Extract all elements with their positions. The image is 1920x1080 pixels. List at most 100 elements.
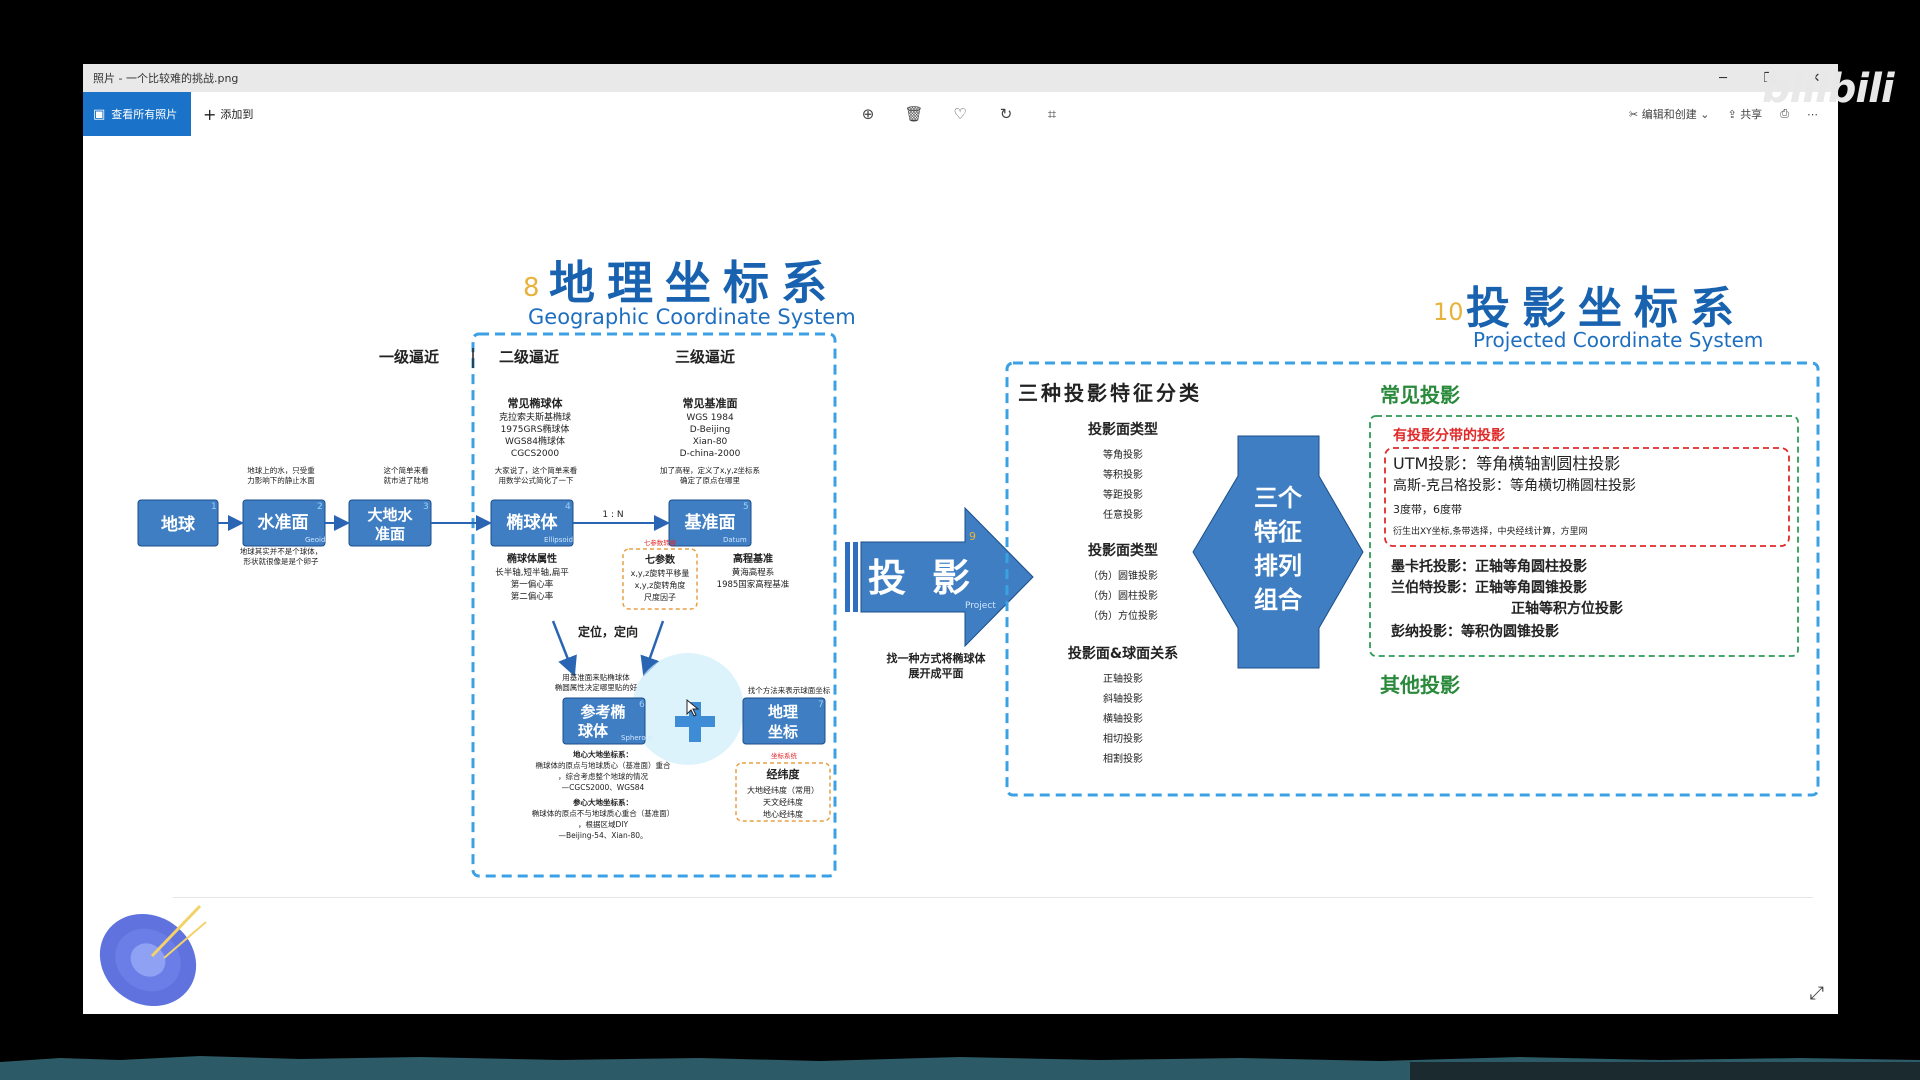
projection-label: 投影 bbox=[868, 556, 996, 600]
share-button[interactable]: ⇪ 共享 bbox=[1727, 106, 1762, 122]
svg-text:力影响下的静止水面: 力影响下的静止水面 bbox=[247, 475, 315, 485]
favorite-icon[interactable]: ♡ bbox=[953, 105, 967, 123]
print-icon[interactable]: ⎙ bbox=[1780, 107, 1789, 120]
svg-text:Geoid: Geoid bbox=[305, 536, 325, 544]
projection-arrow: 投影 Project 9 bbox=[845, 506, 1034, 648]
three-features-combine: 三个 特征 排列 组合 bbox=[1192, 435, 1364, 669]
latlon-list: 经纬度 大地经纬度（常用） 天文经纬度 地心经纬度 bbox=[747, 767, 819, 819]
svg-text:用基准面来贴椭球体: 用基准面来贴椭球体 bbox=[562, 672, 630, 682]
svg-text:等距投影: 等距投影 bbox=[1103, 488, 1143, 501]
three-features-title: 三种投影特征分类 bbox=[1018, 381, 1202, 405]
flow-notes: 地球上的水，只受重 力影响下的静止水面 这个简单来看 就市进了陆地 大家说了，这… bbox=[240, 465, 761, 566]
seven-params: 七参数 x,y,z旋转平移量 x,y,z旋转角度 尺度因子 bbox=[631, 553, 690, 602]
svg-text:这个简单来看: 这个简单来看 bbox=[384, 465, 429, 475]
svg-text:5: 5 bbox=[743, 502, 749, 512]
edit-icon: ✂ bbox=[1629, 108, 1642, 121]
geocoord-above-note: 找个方法来表示球面坐标 bbox=[748, 685, 831, 695]
geo-dashed-box bbox=[471, 332, 837, 878]
other-projections-title: 其他投影 bbox=[1380, 673, 1460, 697]
close-button[interactable]: ✕ bbox=[1809, 70, 1821, 86]
restore-button[interactable]: ❐ bbox=[1763, 70, 1775, 86]
crop-icon[interactable]: ⌗ bbox=[1047, 105, 1057, 123]
svg-text:，根据区域DIY: ，根据区域DIY bbox=[578, 819, 628, 829]
zoom-icon[interactable]: ⊕ bbox=[861, 105, 875, 123]
audio-waveform bbox=[0, 1056, 1920, 1080]
svg-text:WGS84椭球体: WGS84椭球体 bbox=[505, 435, 565, 447]
minimize-button[interactable]: ─ bbox=[1719, 70, 1727, 86]
seven-params-box bbox=[622, 548, 698, 610]
projection-num: 9 bbox=[969, 530, 976, 543]
svg-text:三个: 三个 bbox=[1254, 484, 1303, 512]
svg-text:尺度因子: 尺度因子 bbox=[644, 592, 676, 602]
svg-text:D-Beijing: D-Beijing bbox=[690, 425, 731, 435]
svg-text:6: 6 bbox=[639, 700, 645, 710]
svg-text:椭圆属性决定哪里贴的好: 椭圆属性决定哪里贴的好 bbox=[555, 682, 638, 692]
svg-text:地球上的水，只受重: 地球上的水，只受重 bbox=[247, 465, 315, 475]
svg-text:1: 1 bbox=[211, 502, 217, 512]
svg-text:7: 7 bbox=[818, 700, 824, 710]
edit-create-label: 编辑和创建 bbox=[1641, 108, 1697, 121]
seven-params-tag: 七参数转换 bbox=[644, 538, 677, 547]
svg-text:横轴投影: 横轴投影 bbox=[1103, 712, 1143, 725]
ref-ellipsoid-notes: 地心大地坐标系： 椭球体的原点与地球质心（基准面）重合 ，综合考虑整个地球的情况… bbox=[532, 749, 675, 840]
svg-text:形状就很像是是个卵子: 形状就很像是是个卵子 bbox=[244, 556, 319, 566]
svg-text:—Beijing-54、Xian-80。: —Beijing-54、Xian-80。 bbox=[558, 831, 647, 840]
svg-text:Spheroid: Spheroid bbox=[621, 734, 652, 742]
recording-logo-icon bbox=[99, 904, 207, 1007]
svg-text:等积投影: 等积投影 bbox=[1103, 468, 1143, 481]
view-all-photos-button[interactable]: ▣ 查看所有照片 bbox=[83, 92, 191, 136]
svg-text:坐标: 坐标 bbox=[768, 723, 798, 741]
band-projection-title: 有投影分带的投影 bbox=[1393, 427, 1505, 444]
svg-text:椭球体: 椭球体 bbox=[507, 512, 559, 533]
band-projection-box bbox=[1384, 447, 1790, 547]
svg-text:x,y,z旋转平移量: x,y,z旋转平移量 bbox=[631, 568, 690, 578]
svg-text:地心大地坐标系：: 地心大地坐标系： bbox=[573, 749, 633, 759]
svg-text:找一种方式将椭球体: 找一种方式将椭球体 bbox=[887, 651, 987, 665]
svg-text:椭球体的原点与地球质心（基准面）重合: 椭球体的原点与地球质心（基准面）重合 bbox=[536, 760, 671, 770]
common-projections-box bbox=[1369, 415, 1799, 657]
svg-text:基准面: 基准面 bbox=[684, 512, 736, 533]
svg-text:组合: 组合 bbox=[1254, 586, 1303, 614]
svg-text:CGCS2000: CGCS2000 bbox=[511, 449, 559, 459]
svg-text:用数学公式简化了一下: 用数学公式简化了一下 bbox=[499, 475, 574, 485]
svg-text:克拉索夫斯基椭球: 克拉索夫斯基椭球 bbox=[499, 411, 571, 423]
svg-text:椭球体的原点不与地球质心重合（基准面）: 椭球体的原点不与地球质心重合（基准面） bbox=[532, 808, 675, 818]
svg-text:高斯-克吕格投影：等角横切椭圆柱投影: 高斯-克吕格投影：等角横切椭圆柱投影 bbox=[1393, 477, 1636, 494]
svg-text:3度带，6度带: 3度带，6度带 bbox=[1393, 502, 1462, 516]
add-to-label: 添加到 bbox=[220, 108, 254, 121]
svg-text:大地水: 大地水 bbox=[367, 506, 413, 524]
photos-window: 照片 - 一个比较难的挑战.png ─ ❐ ✕ ▣ 查看所有照片 + 添加到 ⊕… bbox=[83, 64, 1838, 1014]
photos-icon: ▣ bbox=[93, 106, 106, 122]
svg-text:兰伯特投影：正轴等角圆锥投影: 兰伯特投影：正轴等角圆锥投影 bbox=[1391, 579, 1587, 596]
right-tools: ✂ 编辑和创建 ⌄ ⇪ 共享 ⎙ ⋯ bbox=[1629, 92, 1818, 136]
svg-text:球体: 球体 bbox=[578, 722, 609, 740]
more-icon[interactable]: ⋯ bbox=[1807, 107, 1818, 121]
svg-text:正轴投影: 正轴投影 bbox=[1103, 672, 1143, 685]
mouse-cursor-icon bbox=[686, 698, 700, 717]
node-geoid: 水准面 Geoid 2 bbox=[242, 499, 326, 547]
edit-create-button[interactable]: ✂ 编辑和创建 ⌄ bbox=[1629, 108, 1710, 121]
common-projections-title: 常见投影 bbox=[1380, 383, 1460, 407]
svg-text:常见基准面: 常见基准面 bbox=[683, 396, 738, 410]
image-tools: ⊕ 🗑 ♡ ↻ ⌗ bbox=[858, 92, 1062, 136]
pcs-dashed-box bbox=[1005, 361, 1820, 797]
svg-text:地球: 地球 bbox=[161, 514, 196, 535]
svg-text:黄海高程系: 黄海高程系 bbox=[732, 567, 775, 578]
svg-text:地理: 地理 bbox=[768, 703, 798, 721]
delete-icon[interactable]: 🗑 bbox=[904, 105, 924, 123]
svg-text:常见椭球体: 常见椭球体 bbox=[508, 396, 564, 410]
svg-text:3: 3 bbox=[423, 502, 429, 512]
rotate-icon[interactable]: ↻ bbox=[999, 105, 1013, 123]
node-ellipsoid: 椭球体 Ellipsoid 4 bbox=[490, 499, 574, 547]
svg-text:任意投影: 任意投影 bbox=[1103, 508, 1143, 521]
svg-text:就市进了陆地: 就市进了陆地 bbox=[384, 475, 429, 485]
expand-icon[interactable]: ⤢ bbox=[1809, 983, 1824, 1004]
svg-text:衍生出XY坐标,条带选择，中央经线计算，方里网: 衍生出XY坐标,条带选择，中央经线计算，方里网 bbox=[1393, 525, 1588, 537]
svg-text:确定了原点在哪里: 确定了原点在哪里 bbox=[680, 475, 740, 485]
pcs-number: 10 bbox=[1433, 298, 1464, 326]
image-viewer: 8 地理坐标系 Geographic Coordinate System 一级逼… bbox=[83, 136, 1838, 1014]
svg-text:第二偏心率: 第二偏心率 bbox=[511, 591, 554, 602]
svg-text:—CGCS2000、WGS84: —CGCS2000、WGS84 bbox=[562, 783, 645, 792]
svg-text:1975GRS椭球体: 1975GRS椭球体 bbox=[501, 423, 570, 435]
add-to-button[interactable]: + 添加到 bbox=[203, 92, 253, 136]
